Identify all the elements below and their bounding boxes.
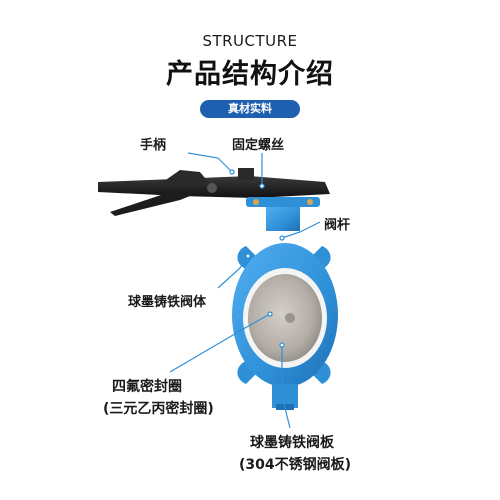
label-stem: 阀杆 [324,218,351,233]
label-valve-body: 球墨铸铁阀体 [128,295,207,310]
top-flange [246,197,320,231]
label-seal-ring: 四氟密封圈 [112,379,182,395]
label-seal-ring-alt: (三元乙丙密封圈) [103,401,214,417]
quality-badge: 真材实料 [200,100,300,118]
stem-leader [281,221,321,239]
body-leader [217,255,249,289]
label-fixing-screw: 固定螺丝 [232,138,285,153]
structure-heading-cn: 产品结构介绍 [166,59,334,90]
lever-handle [98,168,330,216]
label-disc: 球墨铸铁阀板 [250,435,334,451]
disc-leader [281,345,291,429]
label-handle: 手柄 [140,138,167,153]
structure-heading-en: STRUCTURE [202,32,298,50]
valve-body [232,243,338,410]
label-disc-alt: (304不锈钢阀板) [239,457,352,473]
handle-leader [187,152,233,173]
seal-leader [169,313,271,373]
leader-lines [169,152,321,429]
